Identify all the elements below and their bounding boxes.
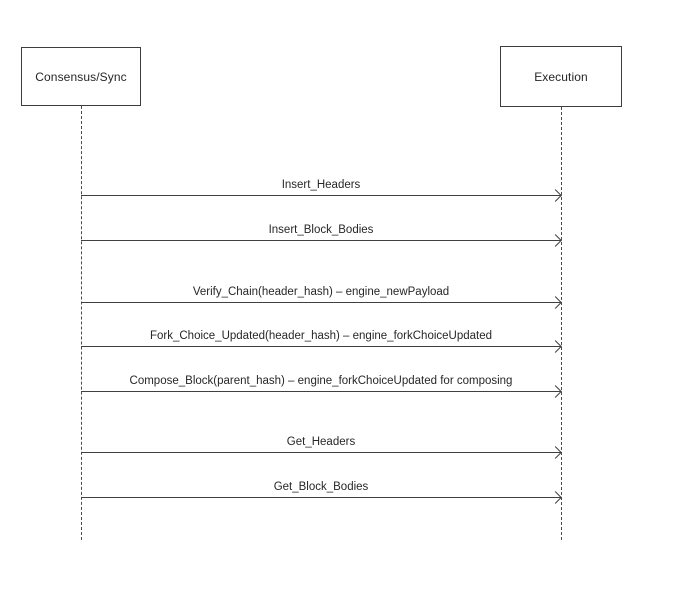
message-label: Insert_Headers xyxy=(281,179,361,191)
arrow-line xyxy=(81,240,561,241)
actor-label-consensus-sync: Consensus/Sync xyxy=(35,69,127,84)
message-label: Get_Headers xyxy=(286,436,356,448)
message-label: Insert_Block_Bodies xyxy=(268,224,374,236)
message-label: Compose_Block(parent_hash) – engine_fork… xyxy=(129,375,513,387)
message-label: Fork_Choice_Updated(header_hash) – engin… xyxy=(149,330,493,342)
arrowhead-right-icon xyxy=(549,296,562,310)
message-label: Get_Block_Bodies xyxy=(273,481,369,493)
arrowhead-right-icon xyxy=(549,446,562,460)
arrowhead-right-icon xyxy=(549,189,562,203)
arrowhead-right-icon xyxy=(549,340,562,354)
arrow-line xyxy=(81,302,561,303)
lifeline-execution xyxy=(561,107,562,540)
arrow-line xyxy=(81,497,561,498)
arrowhead-right-icon xyxy=(549,491,562,505)
arrow-line xyxy=(81,195,561,196)
arrowhead-right-icon xyxy=(549,385,562,399)
arrow-line xyxy=(81,452,561,453)
message-label: Verify_Chain(header_hash) – engine_newPa… xyxy=(192,286,450,298)
actor-box-consensus-sync: Consensus/Sync xyxy=(21,47,141,106)
lifeline-consensus-sync xyxy=(81,106,82,540)
actor-label-execution: Execution xyxy=(534,69,588,84)
actor-box-execution: Execution xyxy=(500,46,622,107)
arrow-line xyxy=(81,391,561,392)
arrow-line xyxy=(81,346,561,347)
arrowhead-right-icon xyxy=(549,234,562,248)
